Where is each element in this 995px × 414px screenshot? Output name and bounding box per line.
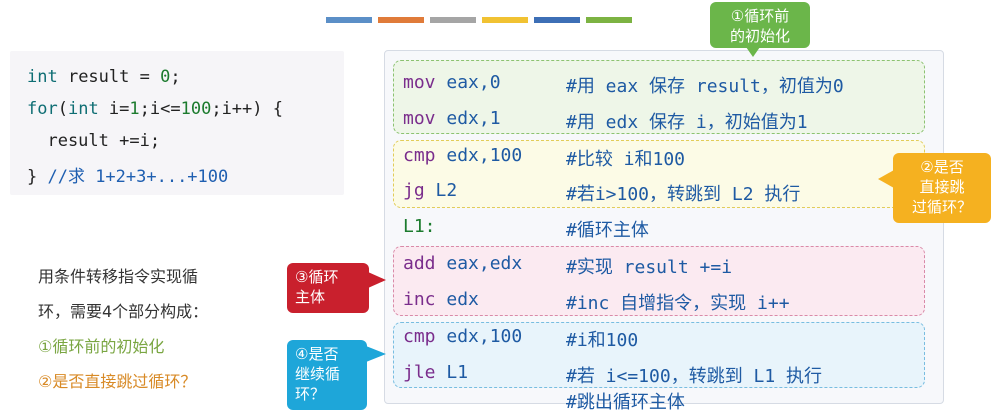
operand: edx [435, 289, 479, 310]
number: 1 [129, 99, 140, 119]
explanation-line-4: ②是否直接跳过循环？ [38, 372, 197, 391]
group-loop-body [393, 246, 925, 316]
code-text: ;i<= [139, 99, 181, 119]
c-code-line-4: } //求 1+2+3+...+100 [27, 162, 228, 187]
operand: eax,edx [435, 253, 523, 274]
c-code-line-3: result +=i; [27, 131, 161, 151]
strip-segment-4 [482, 17, 528, 23]
opcode: mov [403, 72, 436, 93]
opcode: mov [403, 108, 436, 129]
c-code-line-2: for(int i=1;i<=100;i++) { [27, 99, 283, 119]
explanation-line-1: 用条件转移指令实现循 [38, 267, 199, 286]
strip-segment-3 [430, 17, 476, 23]
asm-instruction: mov eax,0 [403, 72, 501, 93]
c-code-block: int result = 0; for(int i=1;i<=100;i++) … [10, 51, 344, 195]
strip-segment-1 [326, 17, 372, 23]
asm-comment: #跳出循环主体 [566, 392, 685, 413]
asm-comment: #用 edx 保存 i，初始值为1 [566, 112, 808, 133]
asm-instruction: mov edx,1 [403, 108, 501, 129]
operand: edx,100 [435, 326, 523, 347]
asm-instruction: cmp edx,100 [403, 326, 522, 347]
asm-comment: #用 eax 保存 result，初值为0 [566, 76, 844, 97]
callout-skip-check-pointer [878, 170, 894, 188]
opcode: cmp [403, 326, 436, 347]
strip-segment-2 [378, 17, 424, 23]
opcode: jle [403, 362, 436, 383]
asm-comment: #若i>100，转跳到 L2 执行 [566, 184, 801, 205]
c-code-line-1: int result = 0; [27, 67, 181, 87]
asm-comment: #若 i<=100，转跳到 L1 执行 [566, 366, 823, 387]
asm-comment: #inc 自增指令，实现 i++ [566, 293, 790, 314]
code-text: ; [170, 67, 181, 87]
asm-instruction: inc edx [403, 289, 479, 310]
asm-instruction: cmp edx,100 [403, 145, 522, 166]
callout-loop-body-pointer [368, 272, 386, 288]
asm-comment: #循环主体 [566, 220, 649, 241]
keyword: int [67, 99, 99, 119]
group-continue-check [393, 322, 925, 388]
code-comment: //求 1+2+3+...+100 [47, 167, 229, 187]
callout-continue-check: ④是否 继续循 环？ [287, 340, 367, 410]
asm-comment: #实现 result +=i [566, 257, 733, 278]
number: 100 [180, 99, 212, 119]
operand: L1 [435, 362, 469, 383]
asm-instruction: add eax,edx [403, 253, 522, 274]
asm-instruction: jg L2 [403, 180, 457, 201]
callout-init: ①循环前 的初始化 [710, 2, 810, 48]
operand: eax,0 [435, 72, 501, 93]
group-init [393, 60, 925, 134]
callout-continue-check-pointer [366, 346, 386, 362]
opcode: jg [403, 180, 425, 201]
opcode: add [403, 253, 436, 274]
group-skip-check [393, 140, 925, 208]
strip-segment-5 [534, 17, 580, 23]
opcode: inc [403, 289, 436, 310]
operand: edx,1 [435, 108, 501, 129]
callout-loop-body: ③循环 主体 [287, 263, 369, 313]
number: 0 [160, 67, 171, 87]
explanation-line-2: 环，需要4个部分构成： [38, 302, 209, 321]
opcode: cmp [403, 145, 436, 166]
explanation-line-3: ①循环前的初始化 [38, 337, 165, 356]
operand: edx,100 [435, 145, 523, 166]
code-text: ;i++) { [211, 99, 283, 119]
callout-skip-check: ②是否 直接跳 过循环？ [893, 153, 991, 223]
top-color-strip [326, 17, 632, 23]
asm-comment: #i和100 [566, 330, 639, 351]
strip-segment-6 [586, 17, 632, 23]
code-text: ( [57, 99, 68, 119]
keyword: int [27, 67, 58, 87]
asm-instruction: jle L1 [403, 362, 468, 383]
code-text: result = [57, 67, 161, 87]
asm-label: L1: [403, 216, 436, 237]
operand: L2 [424, 180, 458, 201]
code-text: } [27, 167, 48, 187]
code-text: i= [98, 99, 130, 119]
callout-init-pointer [746, 47, 760, 57]
asm-comment: #比较 i和100 [566, 149, 686, 170]
keyword: for [27, 99, 58, 119]
